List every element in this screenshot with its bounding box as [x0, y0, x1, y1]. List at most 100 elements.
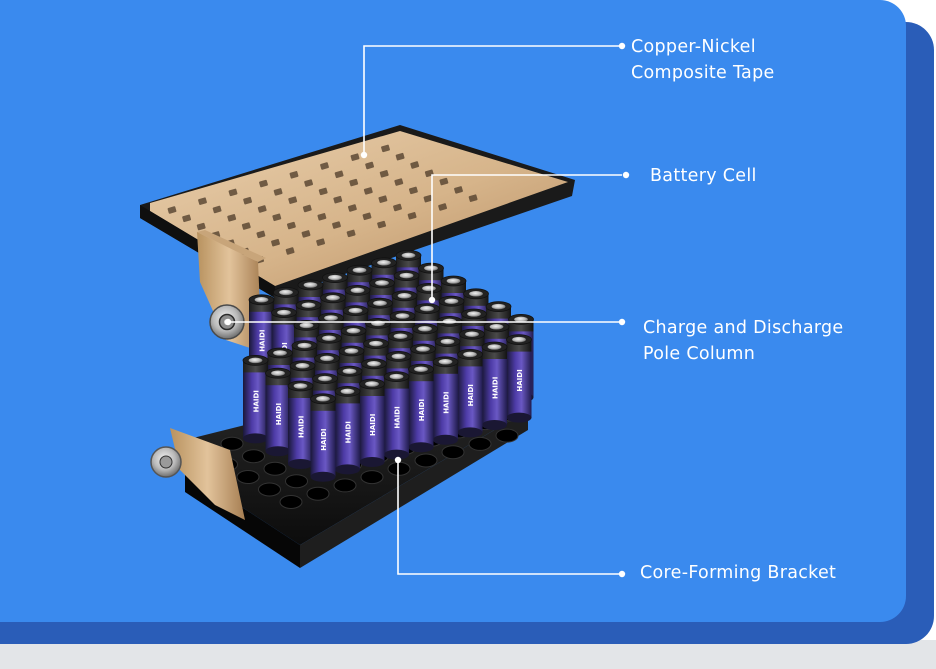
- battery-cell: HAIDI: [383, 371, 410, 460]
- leader-anchor-cell: [428, 296, 436, 304]
- tape-hole: [468, 194, 478, 202]
- leader-end-tape: [618, 42, 626, 50]
- tape-hole: [454, 186, 463, 194]
- tape-hole: [350, 153, 360, 161]
- tape-hole: [410, 161, 420, 169]
- tape-hole: [394, 178, 404, 186]
- leader-dots: [224, 42, 630, 578]
- cell-brand-text: HAIDI: [394, 406, 402, 428]
- tape-hole: [377, 220, 387, 229]
- bracket-socket: [285, 474, 308, 489]
- tape-hole: [301, 230, 311, 238]
- cell-brand-text: HAIDI: [253, 390, 261, 412]
- leader-anchor-bracket: [394, 456, 402, 464]
- battery-cell: HAIDI: [432, 356, 459, 445]
- tape-hole: [273, 188, 283, 196]
- bracket-socket: [258, 482, 281, 497]
- tape-hole: [289, 171, 299, 179]
- label-battery-cell: Battery Cell: [650, 163, 757, 189]
- tape-hole: [198, 197, 207, 205]
- tape-hole: [395, 152, 405, 161]
- bracket-socket: [279, 495, 303, 509]
- battery-cell: HAIDI: [457, 348, 483, 438]
- cell-brand-text: HAIDI: [298, 416, 306, 438]
- tape-hole: [316, 238, 326, 246]
- leader-anchor-tape: [360, 151, 368, 159]
- tape-hole: [347, 204, 357, 212]
- battery-cell: HAIDI: [481, 341, 508, 430]
- tape-hole: [393, 203, 402, 212]
- battery-cell: HAIDI: [506, 334, 532, 423]
- leader-end-bracket: [618, 570, 626, 578]
- tape-hole: [381, 144, 390, 153]
- bracket-socket: [242, 449, 265, 464]
- battery-cell: HAIDI: [287, 380, 314, 469]
- cell-brand-text: HAIDI: [516, 369, 524, 391]
- label-tape-line-2: Composite Tape: [631, 63, 775, 83]
- tape-hole: [228, 188, 238, 197]
- bottom-shadow-strip: [0, 640, 936, 669]
- bracket-socket: [441, 445, 465, 460]
- leader-line-bracket: [397, 460, 622, 575]
- battery-cell: HAIDI: [359, 378, 385, 467]
- bracket-socket: [360, 470, 384, 485]
- tape-hole: [379, 170, 389, 178]
- label-cell-line-1: Battery Cell: [650, 166, 757, 186]
- tape-hole: [259, 179, 268, 188]
- label-core-forming-bracket: Core-Forming Bracket: [640, 560, 836, 586]
- label-copper-nickel-tape: Copper-Nickel Composite Tape: [631, 34, 775, 86]
- battery-cell: HAIDI: [242, 354, 269, 444]
- tape-hole: [227, 214, 237, 222]
- tape-hole: [349, 178, 359, 187]
- cell-brand-text: HAIDI: [320, 429, 328, 451]
- label-tape-line-1: Copper-Nickel: [631, 37, 756, 57]
- battery-cell: HAIDI: [334, 385, 361, 475]
- tape-hole: [196, 222, 206, 231]
- bracket-socket: [236, 470, 260, 484]
- battery-cell: HAIDI: [265, 367, 291, 457]
- leader-end-cell: [622, 171, 630, 179]
- tape-hole: [365, 161, 375, 170]
- tape-hole: [304, 179, 314, 187]
- tape-hole: [212, 205, 222, 214]
- leader-lines: [228, 45, 622, 575]
- tape-hole: [438, 203, 448, 211]
- tape-hole: [302, 204, 312, 213]
- bracket-socket: [306, 486, 330, 501]
- leader-end-pole: [618, 318, 626, 326]
- tape-hole: [318, 187, 328, 196]
- bracket-socket: [495, 428, 519, 443]
- tape-hole: [241, 222, 251, 230]
- tape-hole: [182, 214, 192, 223]
- bracket-socket: [263, 461, 287, 476]
- leader-line-tape: [363, 45, 622, 155]
- battery-cell: HAIDI: [408, 363, 434, 453]
- label-pole-line-1: Charge and Discharge: [643, 318, 844, 338]
- tape-hole: [407, 212, 417, 220]
- label-charge-discharge-pole: Charge and Discharge Pole Column: [643, 315, 844, 367]
- tape-hole: [346, 229, 356, 238]
- bracket-socket: [468, 436, 492, 451]
- tape-hole: [285, 247, 295, 255]
- cell-brand-text: HAIDI: [418, 399, 426, 421]
- cell-brand-text: HAIDI: [492, 377, 500, 399]
- bracket-socket: [220, 436, 244, 451]
- tape-hole: [362, 212, 372, 221]
- tape-hole: [320, 162, 329, 170]
- tape-hole: [288, 196, 298, 204]
- tape-hole: [256, 230, 266, 239]
- label-bracket-line-1: Core-Forming Bracket: [640, 563, 837, 583]
- tape-hole: [378, 195, 388, 203]
- tape-hole: [423, 194, 433, 203]
- label-pole-line-2: Pole Column: [643, 344, 756, 364]
- tape-hole: [257, 205, 267, 213]
- cell-brand-text: HAIDI: [345, 421, 353, 443]
- tape-hole: [286, 221, 296, 230]
- bracket-socket: [333, 478, 357, 493]
- cell-brand-text: HAIDI: [275, 403, 283, 425]
- cell-brand-text: HAIDI: [259, 330, 267, 352]
- tape-hole: [167, 206, 177, 214]
- tape-hole: [332, 221, 341, 229]
